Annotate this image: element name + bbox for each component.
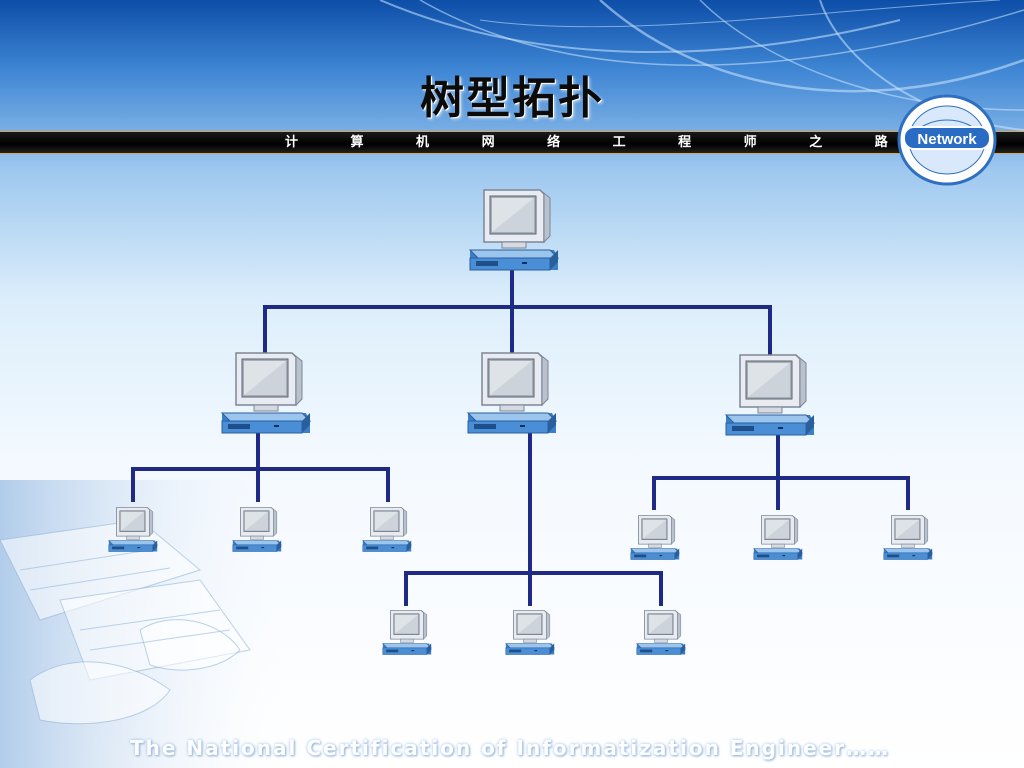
leaf-center-2-computer-icon: [505, 610, 555, 655]
leaf-left-3-computer-icon: [362, 507, 412, 552]
network-links: [131, 268, 910, 606]
level1-right-computer-icon: [725, 354, 815, 436]
header-swirl-decoration: [379, 0, 1024, 131]
footer-watermark: The National Certification of Informatiz…: [130, 736, 891, 760]
root-computer-icon: [469, 189, 559, 271]
seal-badge-text: Network: [917, 131, 977, 148]
leaf-right-2-computer-icon: [753, 515, 803, 560]
network-seal-logo: Network: [897, 94, 997, 186]
slide-title: 树型拓扑: [420, 73, 604, 124]
level1-center-computer-icon: [467, 352, 557, 434]
leaf-right-1-computer-icon: [630, 515, 680, 560]
leaf-left-2-computer-icon: [232, 507, 282, 552]
leaf-center-1-computer-icon: [382, 610, 432, 655]
banner-text: 计 算 机 网 络 工 程 师 之 路: [285, 135, 912, 150]
leaf-right-3-computer-icon: [883, 515, 933, 560]
leaf-left-1-computer-icon: [108, 507, 158, 552]
leaf-center-3-computer-icon: [636, 610, 686, 655]
banner-bar: 计 算 机 网 络 工 程 师 之 路: [0, 131, 1024, 154]
level1-left-computer-icon: [221, 352, 311, 434]
